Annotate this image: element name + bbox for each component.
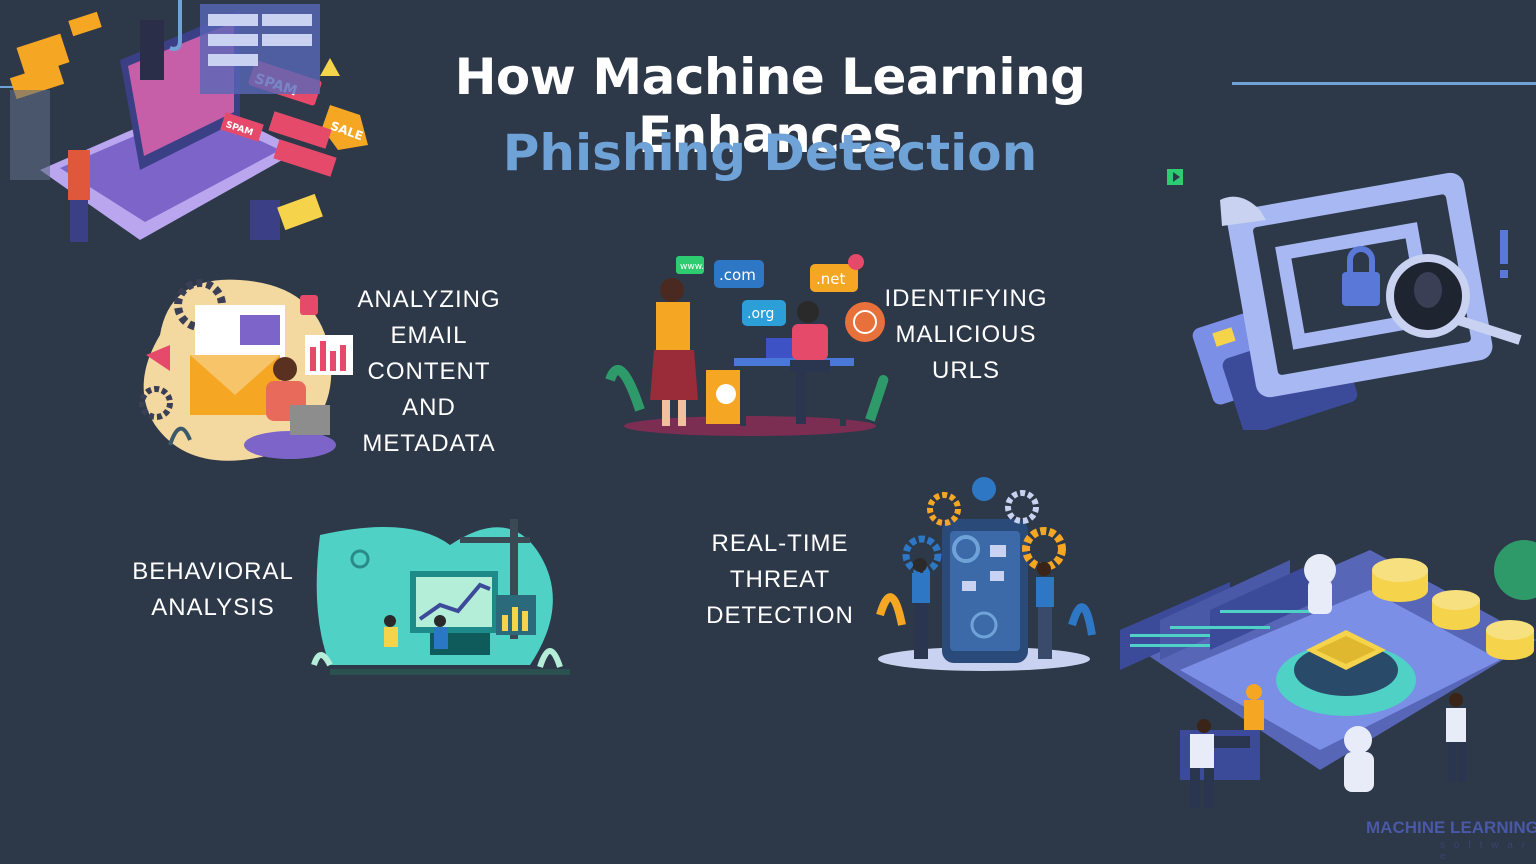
feature-label-line: EMAIL [390, 322, 468, 349]
feature-label-line: IDENTIFYING [884, 285, 1048, 312]
feature-label-line: REAL-TIME [711, 530, 849, 557]
page-subtitle: Phishing Detection [502, 124, 1038, 182]
divider-line [1232, 82, 1536, 85]
server-robot-icon [1120, 540, 1536, 808]
feature-label-line: METADATA [362, 430, 496, 457]
feature-email-analysis-label: ANALYZING EMAIL CONTENT AND METADATA [340, 282, 518, 462]
brand-tagline: s o f t w a r e [1440, 840, 1528, 862]
phishing-laptop-icon: SPAM SPAM SALE [9, 0, 368, 242]
feature-behavioral-analysis-label: BEHAVIORAL ANALYSIS [118, 554, 308, 626]
feature-threat-detection-label: REAL-TIME THREAT DETECTION [692, 526, 868, 634]
logo-mark-icon [1167, 169, 1183, 185]
page-title: How Machine Learning Enhances [454, 48, 1086, 164]
net-tag: .net [816, 270, 846, 288]
feature-label-line: ANALYZING [357, 286, 501, 313]
www-tag: www. [680, 262, 704, 272]
behavior-chart-icon [311, 519, 570, 675]
feature-label-line: BEHAVIORAL [132, 558, 294, 585]
email-analysis-icon [139, 279, 353, 461]
feature-label-line: AND [402, 394, 456, 421]
org-tag: .org [747, 306, 774, 322]
com-tag: .com [719, 266, 756, 284]
feature-label-line: URLS [931, 357, 1001, 384]
feature-malicious-urls-label: IDENTIFYING MALICIOUS URLS [868, 281, 1064, 389]
credit-card-lock-icon [1192, 172, 1522, 430]
feature-label-line: CONTENT [367, 358, 491, 385]
url-domains-icon: www. .com .net .org [605, 254, 889, 436]
feature-label-line: ANALYSIS [151, 594, 275, 621]
feature-label-line: THREAT [729, 566, 831, 593]
feature-label-line: DETECTION [706, 602, 854, 629]
threat-phone-icon [876, 477, 1096, 671]
brand-logo: MACHINE LEARNING [1366, 818, 1536, 837]
feature-label-line: MALICIOUS [895, 321, 1037, 348]
